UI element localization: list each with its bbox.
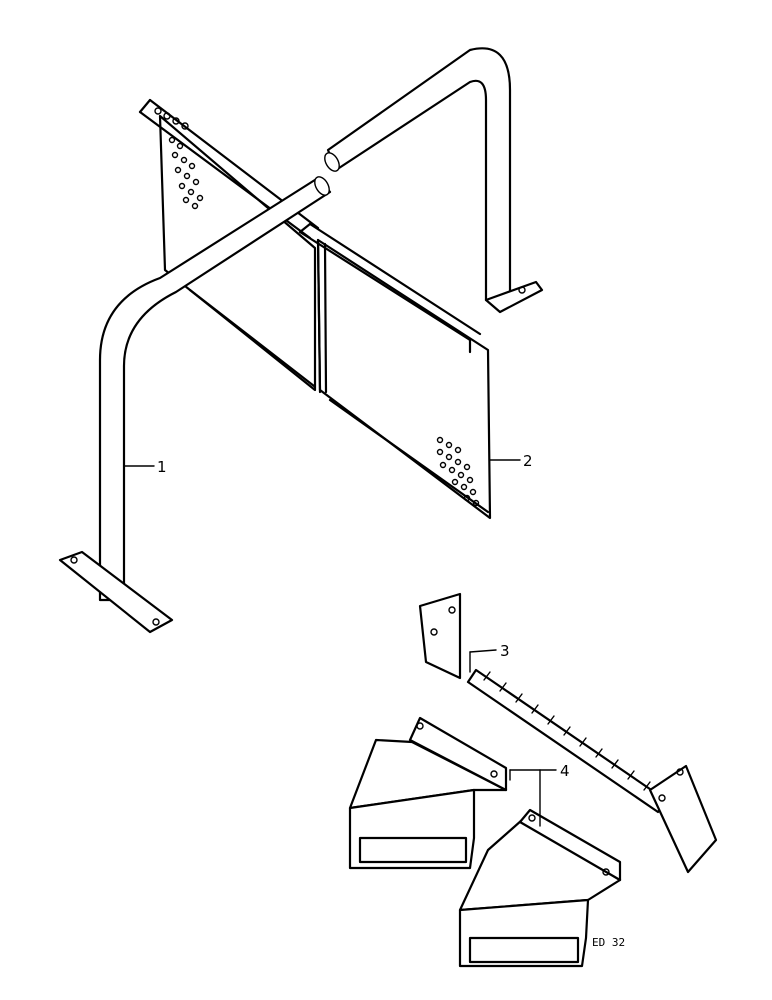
bar-twist-marks (483, 671, 651, 791)
mounting-bracket-left (348, 716, 508, 870)
mounting-bracket-right (458, 808, 622, 968)
roll-bar-frame (58, 47, 544, 634)
perforation-pattern (436, 436, 480, 507)
perforation-pattern (154, 107, 204, 210)
callout-3: 3 (500, 642, 510, 660)
guard-panel-front (298, 222, 492, 520)
support-bar-assembly (418, 592, 718, 874)
leader-lines (123, 459, 557, 827)
figure-code: ED 32 (592, 936, 625, 949)
callout-4: 4 (560, 762, 570, 780)
callout-1: 1 (157, 458, 167, 476)
callout-2: 2 (523, 452, 533, 470)
